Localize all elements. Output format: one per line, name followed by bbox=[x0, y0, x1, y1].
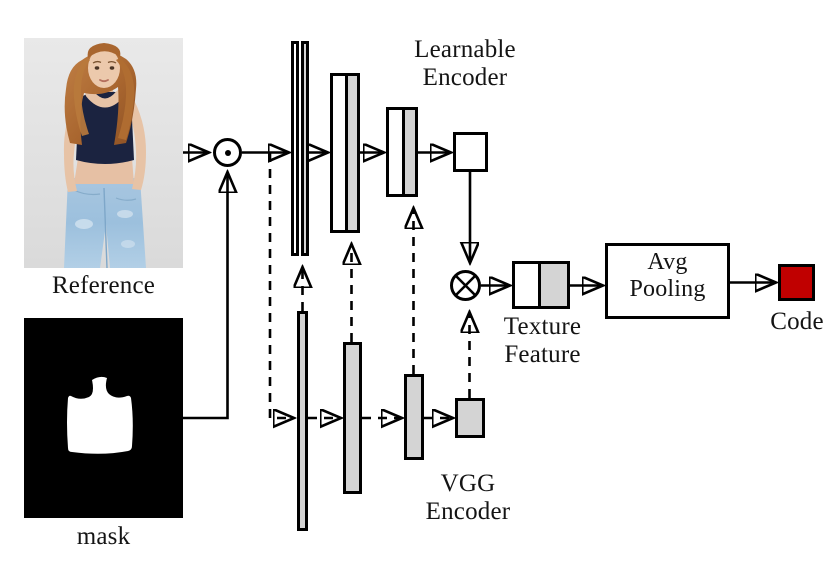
texture-feature-gray-half bbox=[541, 264, 567, 306]
stage3-gray-half bbox=[405, 110, 415, 194]
learnable-encoder-line2: Encoder bbox=[422, 64, 508, 91]
texture-feature-line2: Feature bbox=[504, 341, 581, 368]
avg-pooling-line2: Pooling bbox=[629, 275, 706, 302]
learnable-stage-3 bbox=[386, 107, 418, 197]
stage3-white-half bbox=[389, 110, 402, 194]
product-dot-icon bbox=[224, 149, 231, 156]
vgg-encoder-line2: Encoder bbox=[425, 498, 511, 525]
texture-feature-line1: Texture bbox=[503, 313, 582, 340]
texture-feature-divider bbox=[538, 264, 541, 306]
reference-image bbox=[24, 38, 183, 268]
vgg-stage-3 bbox=[404, 374, 424, 460]
avg-pooling-block bbox=[605, 243, 730, 319]
reference-photo-illustration bbox=[24, 38, 183, 268]
multiply-operator bbox=[450, 270, 481, 301]
vgg-stage-1 bbox=[297, 311, 308, 531]
vgg-stage-2 bbox=[343, 342, 362, 494]
learnable-stage-1a bbox=[291, 41, 299, 256]
learnable-stage-2 bbox=[330, 73, 360, 233]
multiply-cross-icon bbox=[455, 275, 476, 296]
stage2-divider bbox=[345, 76, 348, 230]
learnable-encoder-line1: Learnable bbox=[414, 36, 516, 63]
vgg-encoder-line1: VGG bbox=[440, 470, 496, 497]
reference-label: Reference bbox=[51, 272, 156, 299]
mask-shape-svg bbox=[24, 318, 183, 518]
learnable-stage-4 bbox=[453, 132, 488, 172]
vgg-stage-4 bbox=[455, 398, 485, 438]
mask-label: mask bbox=[76, 523, 131, 550]
mask-image bbox=[24, 318, 183, 518]
learnable-stage-1b bbox=[301, 41, 309, 256]
stage2-white-half bbox=[333, 76, 345, 230]
code-block bbox=[778, 264, 815, 301]
code-label: Code bbox=[770, 308, 824, 335]
wire-mask-to-product bbox=[183, 173, 228, 420]
avg-pooling-line1: Avg bbox=[647, 249, 688, 275]
texture-feature-white-half bbox=[515, 264, 538, 306]
texture-feature-block bbox=[512, 261, 570, 309]
wire-branch-to-vgg bbox=[268, 153, 293, 418]
stage2-gray-half bbox=[348, 76, 357, 230]
stage3-divider bbox=[402, 110, 405, 194]
